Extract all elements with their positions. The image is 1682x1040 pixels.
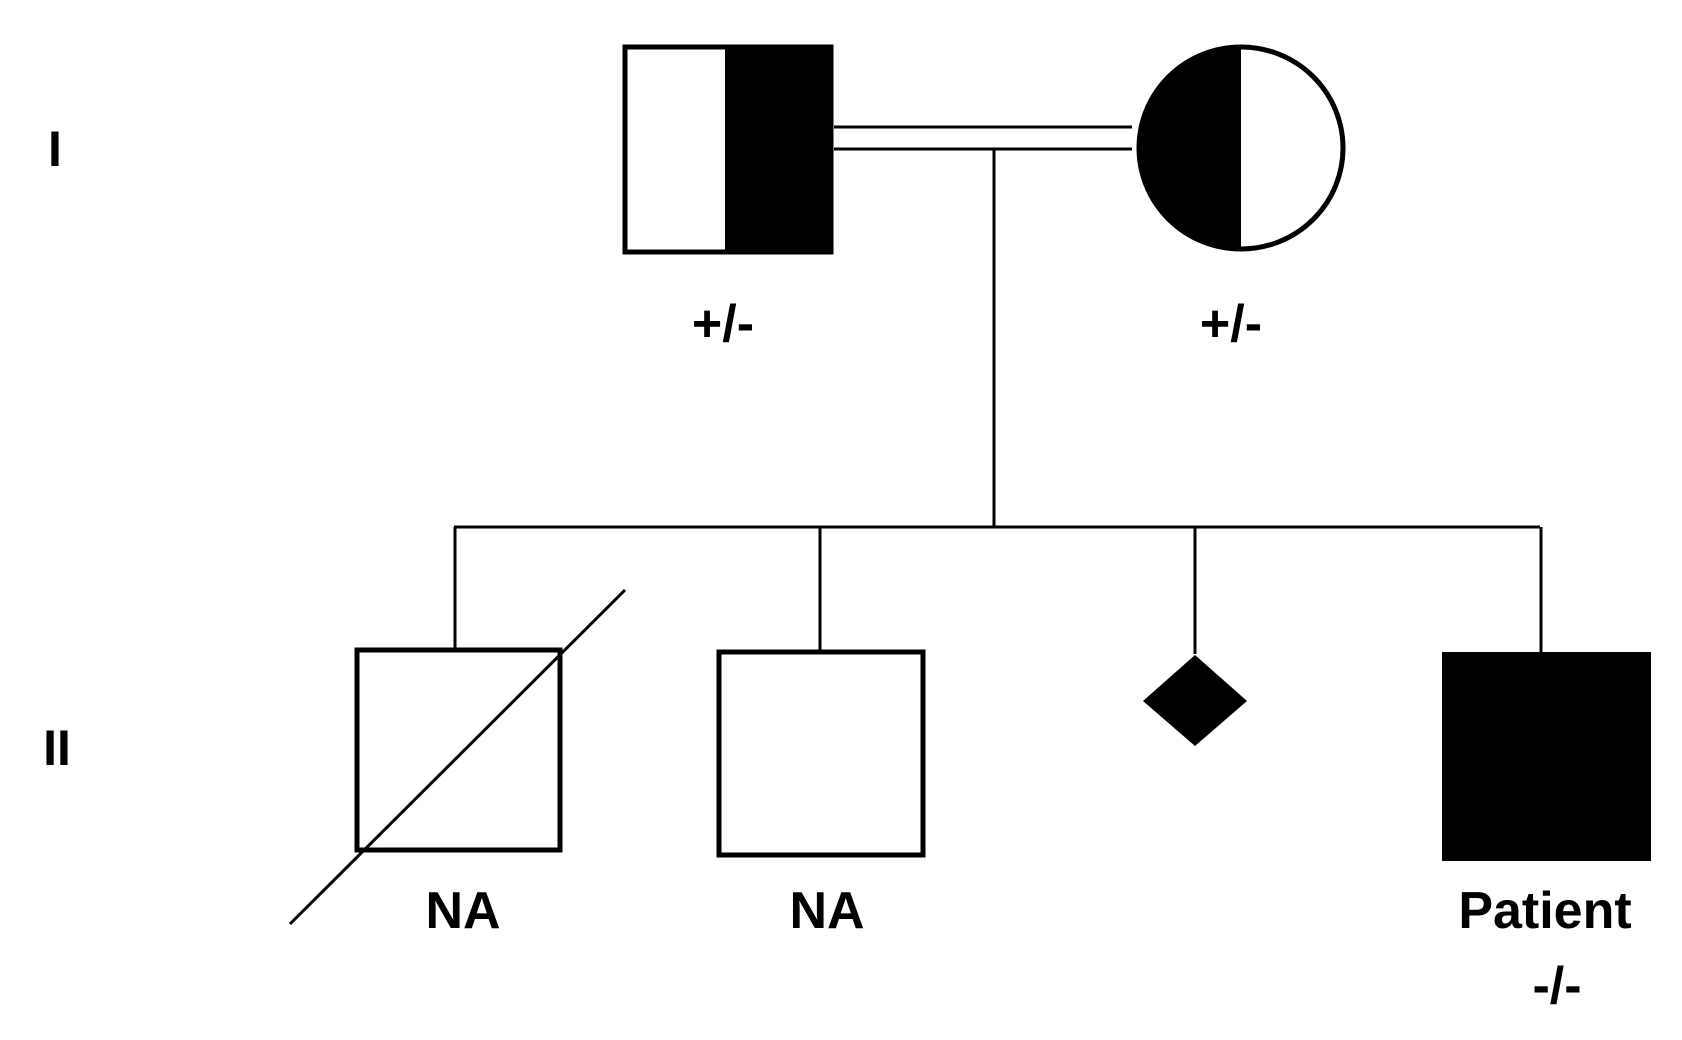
deceased-slash	[288, 588, 627, 926]
genotype-label-i-1: +/-	[692, 295, 754, 353]
individual-i-1-carrier-male	[622, 44, 834, 255]
note-label-ii-1: NA	[425, 882, 500, 940]
individual-i-2-carrier-female	[1136, 44, 1346, 252]
individual-ii-4-affected-male-patient	[1442, 652, 1651, 861]
note-label-ii-2: NA	[789, 882, 864, 940]
individual-ii-3-affected-diamond	[1143, 655, 1247, 746]
patient-label: Patient	[1458, 882, 1631, 940]
generation-label-i: I	[48, 121, 62, 177]
consanguineous-mating-line	[834, 125, 1132, 151]
individual-ii-1-deceased-male	[288, 588, 627, 926]
generation-label-ii: II	[43, 720, 71, 776]
genotype-label-i-2: +/-	[1200, 295, 1262, 353]
individual-ii-2-male	[716, 649, 926, 858]
genotype-label-ii-4: -/-	[1532, 957, 1581, 1015]
